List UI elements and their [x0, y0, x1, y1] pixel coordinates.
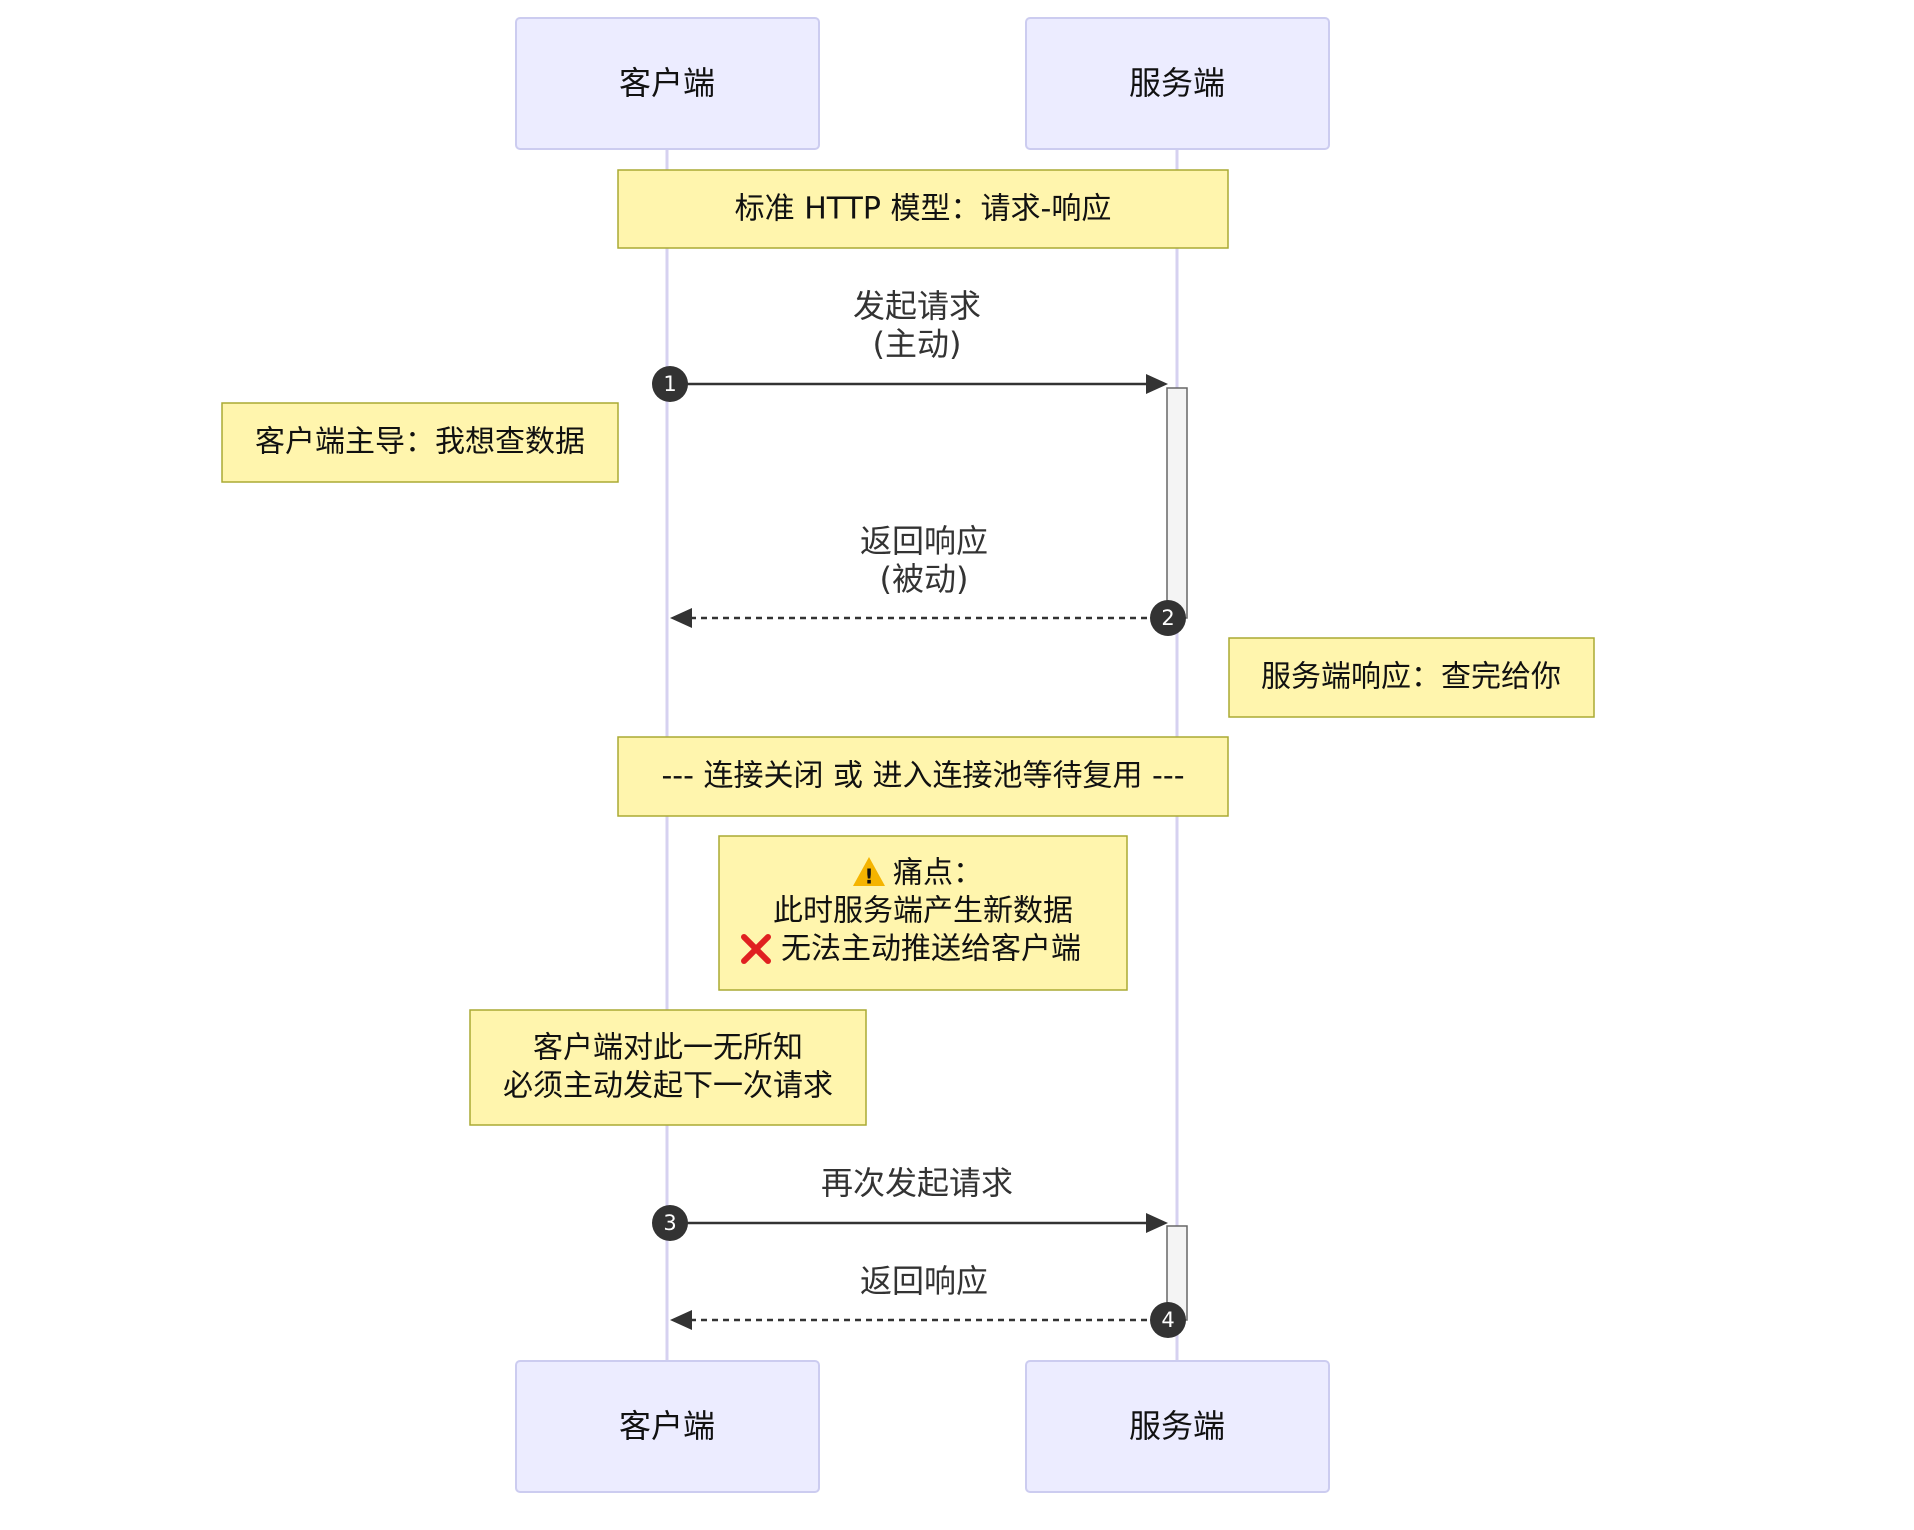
- note-client-lead: 客户端主导：我想查数据: [221, 402, 619, 483]
- message-2: 返回响应 (被动) 2: [670, 522, 1186, 636]
- note-pain-point: ! 痛点： 此时服务端产生新数据 无法主动推送给客户端: [718, 835, 1128, 991]
- message-1-arrowhead: [1146, 374, 1168, 394]
- sequence-number-4-text: 4: [1161, 1308, 1174, 1332]
- warning-icon: !: [853, 857, 885, 889]
- message-4: 返回响应 4: [670, 1262, 1186, 1338]
- sequence-number-2: [1150, 600, 1186, 636]
- sequence-number-3: [652, 1205, 688, 1241]
- message-1-label: 发起请求: [853, 287, 981, 325]
- note-http-model-text: 标准 HTTP 模型：请求-响应: [735, 192, 1112, 227]
- actor-client-top: 客户端: [515, 17, 820, 150]
- note-connection-closed-text: --- 连接关闭 或 进入连接池等待复用 ---: [661, 759, 1184, 794]
- actor-server-bottom: 服务端: [1025, 1360, 1330, 1493]
- message-1-sublabel: (主动): [873, 325, 962, 363]
- cross-icon: [741, 934, 771, 964]
- note-connection-closed: --- 连接关闭 或 进入连接池等待复用 ---: [617, 736, 1229, 817]
- actor-client-top-label: 客户端: [619, 64, 715, 102]
- actor-client-bottom: 客户端: [515, 1360, 820, 1493]
- message-1: 发起请求 (主动) 1: [652, 287, 1168, 402]
- note-client-lead-text: 客户端主导：我想查数据: [255, 425, 585, 460]
- message-3-label: 再次发起请求: [821, 1164, 1013, 1202]
- note-http-model: 标准 HTTP 模型：请求-响应: [617, 169, 1229, 249]
- sequence-number-4: [1150, 1302, 1186, 1338]
- actor-server-top: 服务端: [1025, 17, 1330, 150]
- note-pain-point-line2: 此时服务端产生新数据: [773, 894, 1073, 929]
- message-3: 再次发起请求 3: [652, 1164, 1168, 1241]
- sequence-number-1-text: 1: [663, 372, 676, 396]
- actor-server-bottom-label: 服务端: [1129, 1407, 1225, 1445]
- message-2-arrowhead: [670, 608, 692, 628]
- message-3-arrowhead: [1146, 1213, 1168, 1233]
- note-pain-point-title: 痛点：: [893, 856, 983, 891]
- message-2-label: 返回响应: [860, 522, 988, 560]
- message-2-sublabel: (被动): [880, 560, 969, 598]
- message-4-arrowhead: [670, 1310, 692, 1330]
- note-client-unaware-line1: 客户端对此一无所知: [533, 1031, 803, 1066]
- note-pain-point-line3: 无法主动推送给客户端: [781, 932, 1081, 967]
- sequence-number-3-text: 3: [663, 1211, 676, 1235]
- note-client-unaware-line2: 必须主动发起下一次请求: [503, 1069, 833, 1104]
- sequence-number-2-text: 2: [1161, 606, 1174, 630]
- activation-server-1: [1166, 387, 1188, 619]
- note-client-unaware: 客户端对此一无所知 必须主动发起下一次请求: [469, 1009, 867, 1126]
- sequence-number-1: [652, 366, 688, 402]
- note-server-response: 服务端响应：查完给你: [1228, 637, 1595, 718]
- note-server-response-text: 服务端响应：查完给你: [1261, 660, 1561, 695]
- message-4-label: 返回响应: [860, 1262, 988, 1300]
- actor-server-top-label: 服务端: [1129, 64, 1225, 102]
- actor-client-bottom-label: 客户端: [619, 1407, 715, 1445]
- svg-text:!: !: [864, 865, 873, 889]
